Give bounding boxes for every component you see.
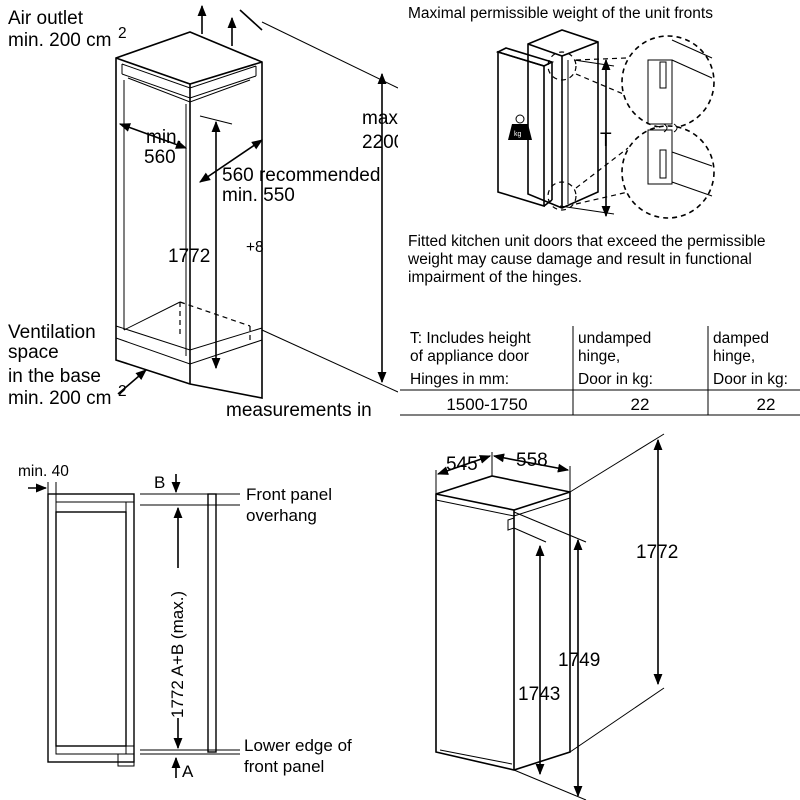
ventilation-sup: 2 xyxy=(118,383,127,400)
air-outlet-sup: 2 xyxy=(118,25,127,42)
t-dimension: T xyxy=(600,130,612,151)
table-header-undamped-3: Door in kg: xyxy=(578,371,653,388)
max-label: max xyxy=(362,108,398,129)
table-header-damped-3: Door in kg: xyxy=(713,371,788,388)
width-dimension: 558 xyxy=(516,450,548,471)
weight-title: Maximal permissible weight of the unit f… xyxy=(408,5,713,22)
a-label: A xyxy=(182,762,194,781)
weight-warning: Fitted kitchen unit doors that exceed th… xyxy=(407,233,766,286)
height-1749-dimension: 1749 xyxy=(558,650,600,671)
table-header-t-2: of appliance door xyxy=(410,348,529,365)
ventilation-label-4: min. 200 cm xyxy=(8,388,111,409)
ventilation-label-3: in the base xyxy=(8,366,101,387)
warning-line-1: Fitted kitchen unit doors that exceed th… xyxy=(408,233,766,250)
max-value: 2200 xyxy=(362,132,404,153)
door-weight-diagram: Maximal permissible weight of the unit f… xyxy=(408,5,715,219)
niche-height-tolerance: +8 xyxy=(246,239,264,256)
table-header-damped-1: damped xyxy=(713,330,769,347)
front-panel-side-view: min. 40 B Front panel overhang 1772 A+B … xyxy=(18,463,352,781)
hinge-weight-table: T: Includes height of appliance door Hin… xyxy=(400,326,800,416)
depth-recommended: 560 recommended xyxy=(222,165,380,186)
table-header-undamped-1: undamped xyxy=(578,330,651,347)
width-min-label: min. xyxy=(146,127,182,148)
niche-cabinet-diagram: Air outlet min. 200 cm 2 min. 560 560 re… xyxy=(8,0,406,421)
warning-line-3: impairment of the hinges. xyxy=(408,269,582,286)
ventilation-label-2: space xyxy=(8,342,59,363)
depth-min: min. 550 xyxy=(222,185,295,206)
ventilation-label-1: Ventilation xyxy=(8,322,96,343)
front-panel-label-2: overhang xyxy=(246,506,317,525)
measurements-note: measurements in xyxy=(226,400,372,421)
table-header-t-1: T: Includes height xyxy=(410,330,531,347)
warning-line-2: weight may cause damage and result in fu… xyxy=(407,251,752,268)
overall-height-dimension: 1772 xyxy=(636,542,678,563)
appliance-dimensions: 545 558 1772 1749 1743 xyxy=(435,433,678,800)
vertical-dimension: 1772 A+B (max.) xyxy=(168,591,187,718)
niche-height: 1772 xyxy=(168,246,210,267)
air-outlet-label: Air outlet xyxy=(8,8,84,29)
table-header-damped-2: hinge, xyxy=(713,348,755,365)
b-label: B xyxy=(154,473,165,492)
width-min-value: 560 xyxy=(144,147,176,168)
lower-edge-label-1: Lower edge of xyxy=(244,736,352,755)
table-header-t-3: Hinges in mm: xyxy=(410,371,509,388)
depth-dimension: 545 xyxy=(446,454,478,475)
lower-edge-label-2: front panel xyxy=(244,757,324,776)
height-1743-dimension: 1743 xyxy=(518,684,560,705)
table-cell-damped: 22 xyxy=(757,395,776,414)
air-outlet-min: min. 200 cm xyxy=(8,30,111,51)
table-header-undamped-2: hinge, xyxy=(578,348,620,365)
table-cell-undamped: 22 xyxy=(631,395,650,414)
front-panel-label-1: Front panel xyxy=(246,485,332,504)
table-cell-range: 1500-1750 xyxy=(446,395,527,414)
min-40-label: min. 40 xyxy=(18,463,69,480)
weight-icon-kg: kg xyxy=(514,131,522,138)
